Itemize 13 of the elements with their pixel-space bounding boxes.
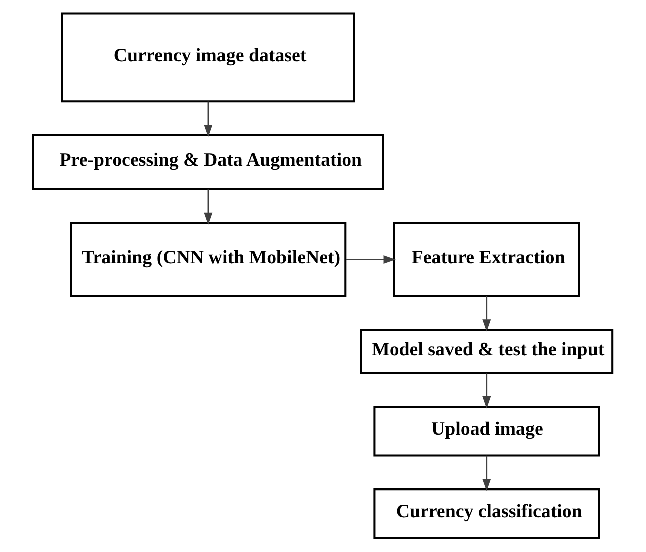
node-box: Pre-processing & Data Augmentation bbox=[32, 134, 384, 190]
node-box: Model saved & test the input bbox=[360, 329, 614, 374]
node-box: Currency image dataset bbox=[61, 12, 356, 103]
arrow bbox=[482, 456, 492, 492]
arrow bbox=[482, 374, 492, 409]
node-box: Feature Extraction bbox=[393, 222, 580, 298]
arrow bbox=[482, 296, 492, 332]
node-box: Training (CNN with MobileNet) bbox=[70, 222, 347, 298]
arrow bbox=[346, 256, 396, 264]
node-box: Upload image bbox=[374, 406, 600, 457]
arrow bbox=[204, 190, 213, 226]
arrow bbox=[204, 102, 213, 138]
node-box: Currency classification bbox=[374, 488, 600, 540]
